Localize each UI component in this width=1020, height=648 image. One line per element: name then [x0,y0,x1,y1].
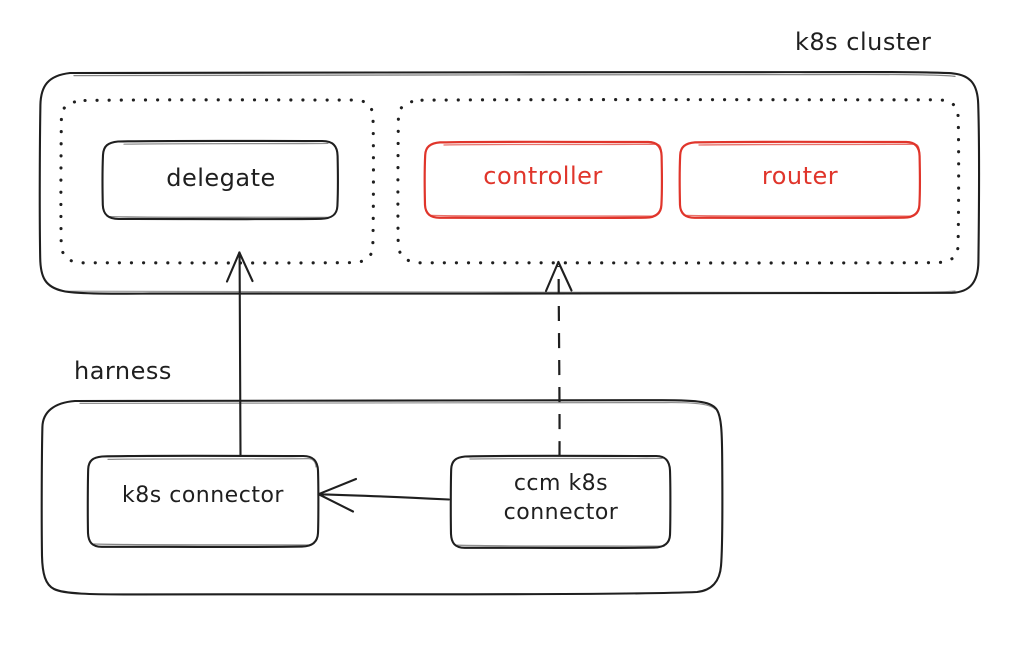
group-k8s-cluster-border [38,70,981,295]
node-controller-border[interactable] [423,140,663,220]
edge-ccmconn-to-k8sconn [317,477,451,513]
node-router-border[interactable] [678,140,921,220]
group-harness-border [40,399,724,596]
edge-ccmconn-to-ccm-group [544,260,573,457]
node-ccm-k8s-connector-border[interactable] [449,454,672,550]
edge-k8sconn-to-delegate [225,251,254,458]
node-delegate-border[interactable] [101,139,339,221]
node-k8s-connector-border[interactable] [86,454,320,549]
